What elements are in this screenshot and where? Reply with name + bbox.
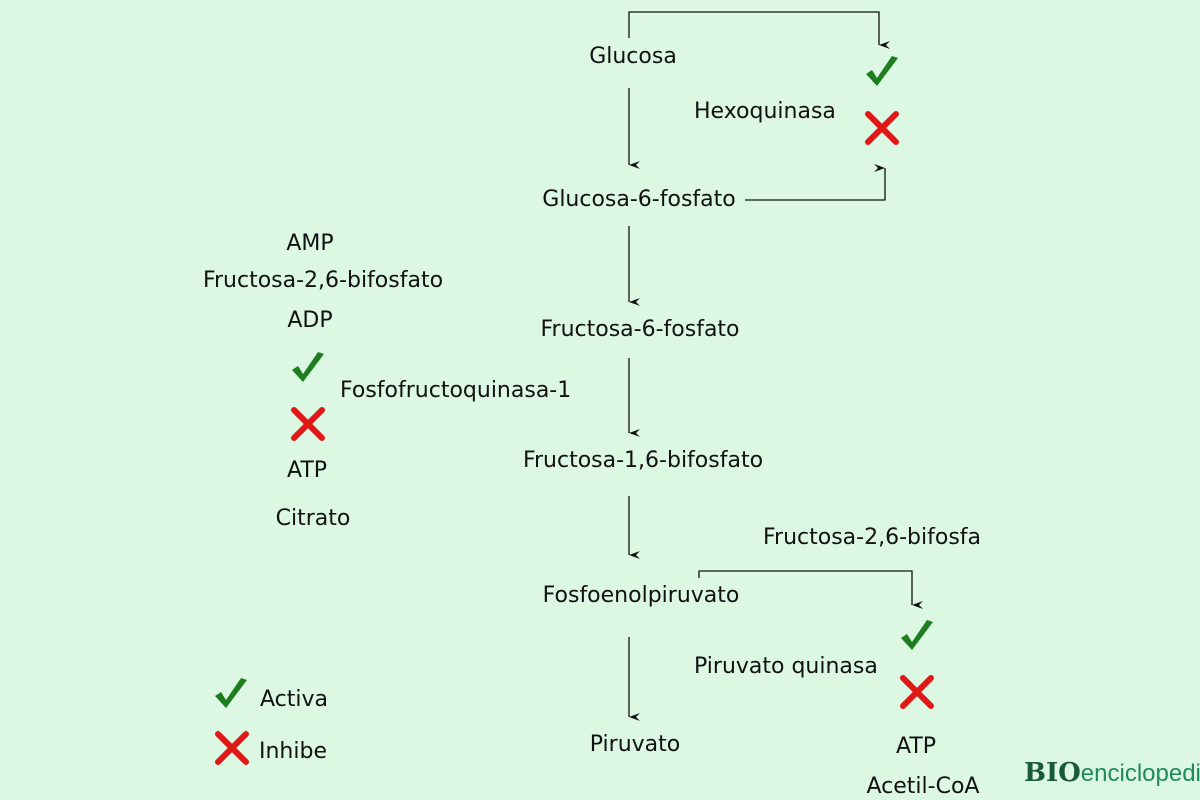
cross-icon [865, 111, 899, 145]
pk-activator-f26bp: Fructosa-2,6-bifosfa [763, 525, 982, 550]
glucosa-6-fosfato-label: Glucosa-6-fosfato [542, 187, 736, 212]
fosfoenolpiruvato-label: Fosfoenolpiruvato [542, 583, 740, 608]
activator-amp: AMP [286, 231, 334, 256]
pk-inhibitor-atp: ATP [895, 734, 937, 759]
legend-inhibe: Inhibe [259, 739, 327, 764]
fructosa-6-fosfato-label: Fructosa-6-fosfato [540, 317, 740, 342]
activator-f26bp: Fructosa-2,6-bifosfato [202, 268, 444, 293]
glucosa-label: Glucosa [589, 44, 677, 69]
inhibitor-atp: ATP [286, 458, 328, 483]
cross-icon [291, 407, 325, 441]
legend-check-icon [215, 678, 247, 708]
check-icon [292, 352, 324, 382]
fructosa-1-6-bifosfato-label: Fructosa-1,6-bifosfato [522, 448, 764, 473]
piruvato-label: Piruvato [589, 732, 681, 757]
check-icon [866, 56, 898, 86]
inhibitor-citrato: Citrato [275, 506, 351, 531]
cross-icon [900, 675, 934, 709]
fosfofructoquinasa-label: Fosfofructoquinasa-1 [340, 378, 572, 403]
pk-inhibitor-acetil-coa: Acetil-CoA [866, 774, 980, 799]
legend-activa: Activa [260, 687, 328, 712]
activator-adp: ADP [287, 308, 333, 333]
check-icon [901, 620, 933, 650]
legend-cross-icon [215, 731, 249, 765]
bioenciclopedia-logo: BIOenciclopedia [1024, 758, 1200, 788]
hexoquinasa-label: Hexoquinasa [694, 99, 836, 124]
piruvato-quinasa-label: Piruvato quinasa [694, 654, 878, 679]
